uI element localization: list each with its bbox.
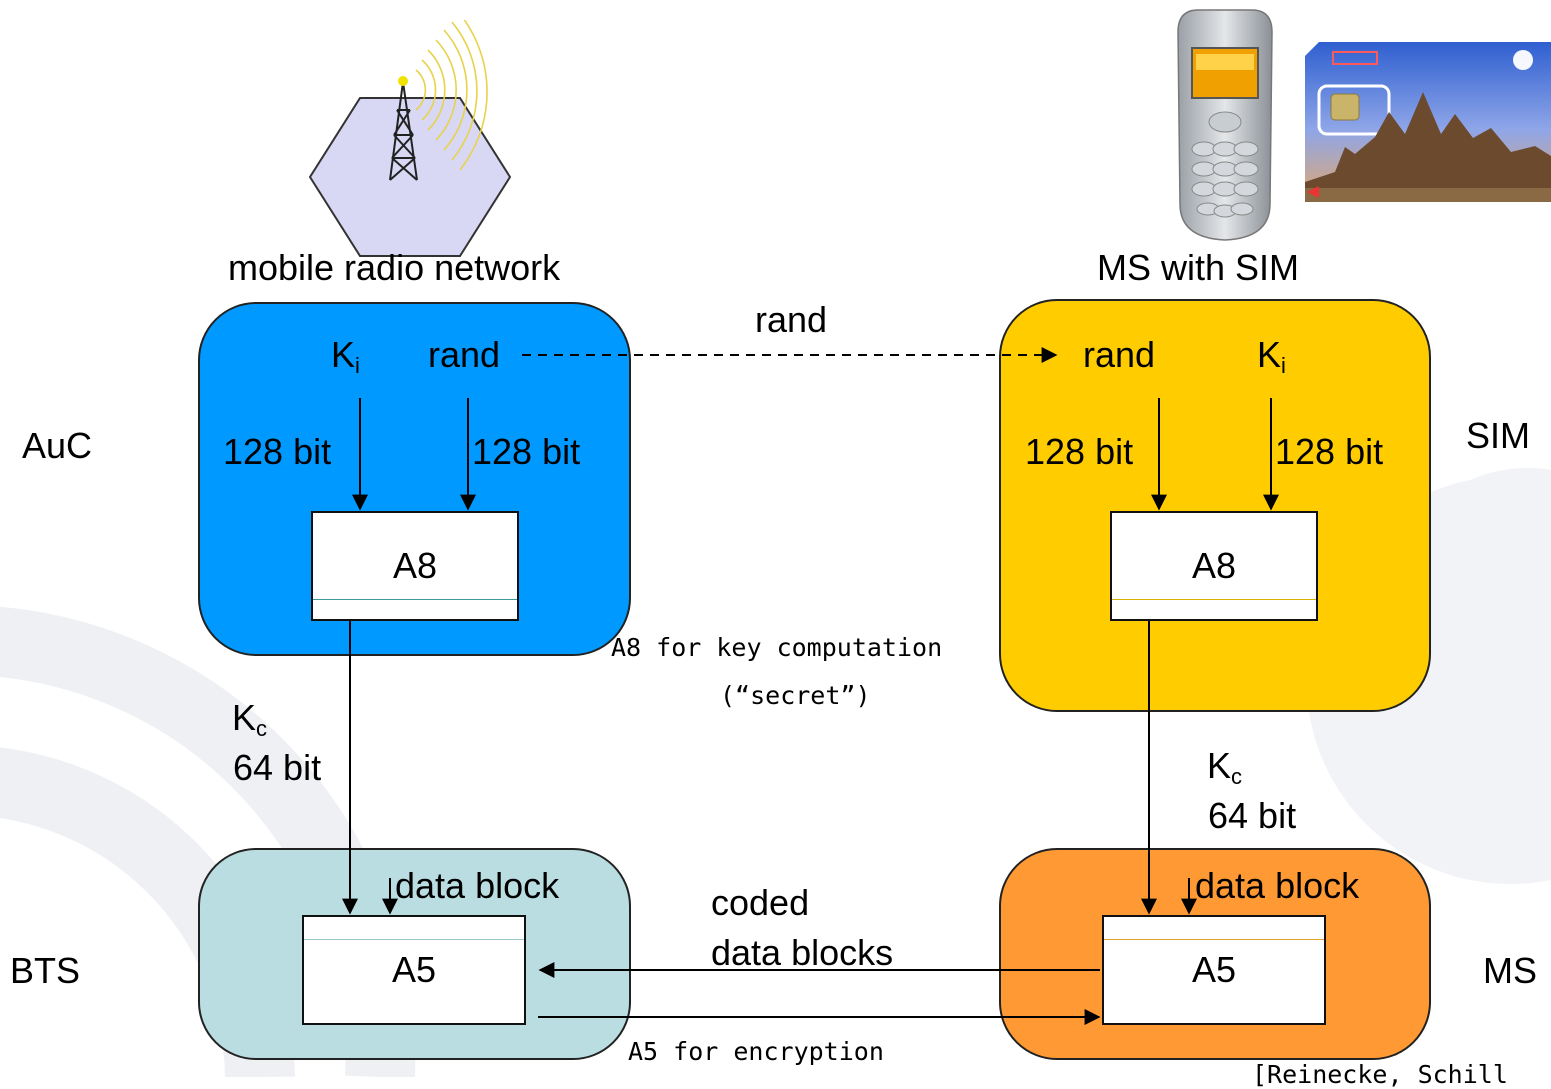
side-label-ms: MS	[1483, 950, 1537, 991]
ms-a5-label: A5	[1191, 949, 1237, 990]
sim-card-icon	[1305, 42, 1551, 202]
mobile-phone-icon	[1177, 9, 1273, 241]
auc-a8-box: A8	[311, 511, 519, 621]
sim-bits-right: 128 bit	[1275, 431, 1384, 472]
ms-data-block-label: data block	[1195, 865, 1360, 906]
citation: [Reinecke, Schill	[1252, 1060, 1508, 1089]
kc-left-bits: 64 bit	[233, 747, 322, 788]
sim-a8-label: A8	[1191, 545, 1237, 586]
auc-rand-label: rand	[428, 334, 501, 375]
sim-ki-label: Ki	[1257, 334, 1286, 378]
network-hexagon	[308, 97, 512, 257]
ms-a5-box: A5	[1102, 915, 1326, 1025]
auc-bits-right: 128 bit	[472, 431, 581, 472]
auc-a8-label: A8	[392, 545, 438, 586]
side-label-auc: AuC	[22, 425, 93, 466]
bts-data-block-label: data block	[395, 865, 560, 906]
antenna-tower	[389, 81, 418, 181]
network-caption: mobile radio network	[228, 247, 561, 288]
kc-right-bits: 64 bit	[1208, 795, 1297, 836]
a5-note: A5 for encryption	[628, 1037, 884, 1066]
a8-note-line1: A8 for key computation	[611, 633, 943, 662]
bts-a5-box: A5	[302, 915, 526, 1025]
ms-caption: MS with SIM	[1097, 247, 1300, 288]
sim-a8-box: A8	[1110, 511, 1318, 621]
sim-box	[999, 299, 1431, 712]
rand-transfer-label: rand	[755, 299, 828, 340]
kc-left-label: Kc	[232, 697, 268, 741]
auc-bits-left: 128 bit	[223, 431, 332, 472]
bts-a5-label: A5	[391, 949, 437, 990]
side-label-sim: SIM	[1466, 415, 1531, 456]
a8-note-line2: (“secret”)	[720, 681, 871, 710]
kc-right-label: Kc	[1207, 745, 1243, 789]
sim-bits-left: 128 bit	[1025, 431, 1134, 472]
coded-label-line1: coded	[711, 882, 810, 923]
radio-waves	[415, 20, 488, 171]
side-label-bts: BTS	[10, 950, 81, 991]
sim-rand-label: rand	[1083, 334, 1156, 375]
radio-tower-icon	[308, 20, 512, 257]
coded-label-line2: data blocks	[711, 932, 894, 973]
auc-ki-label: Ki	[331, 334, 360, 378]
